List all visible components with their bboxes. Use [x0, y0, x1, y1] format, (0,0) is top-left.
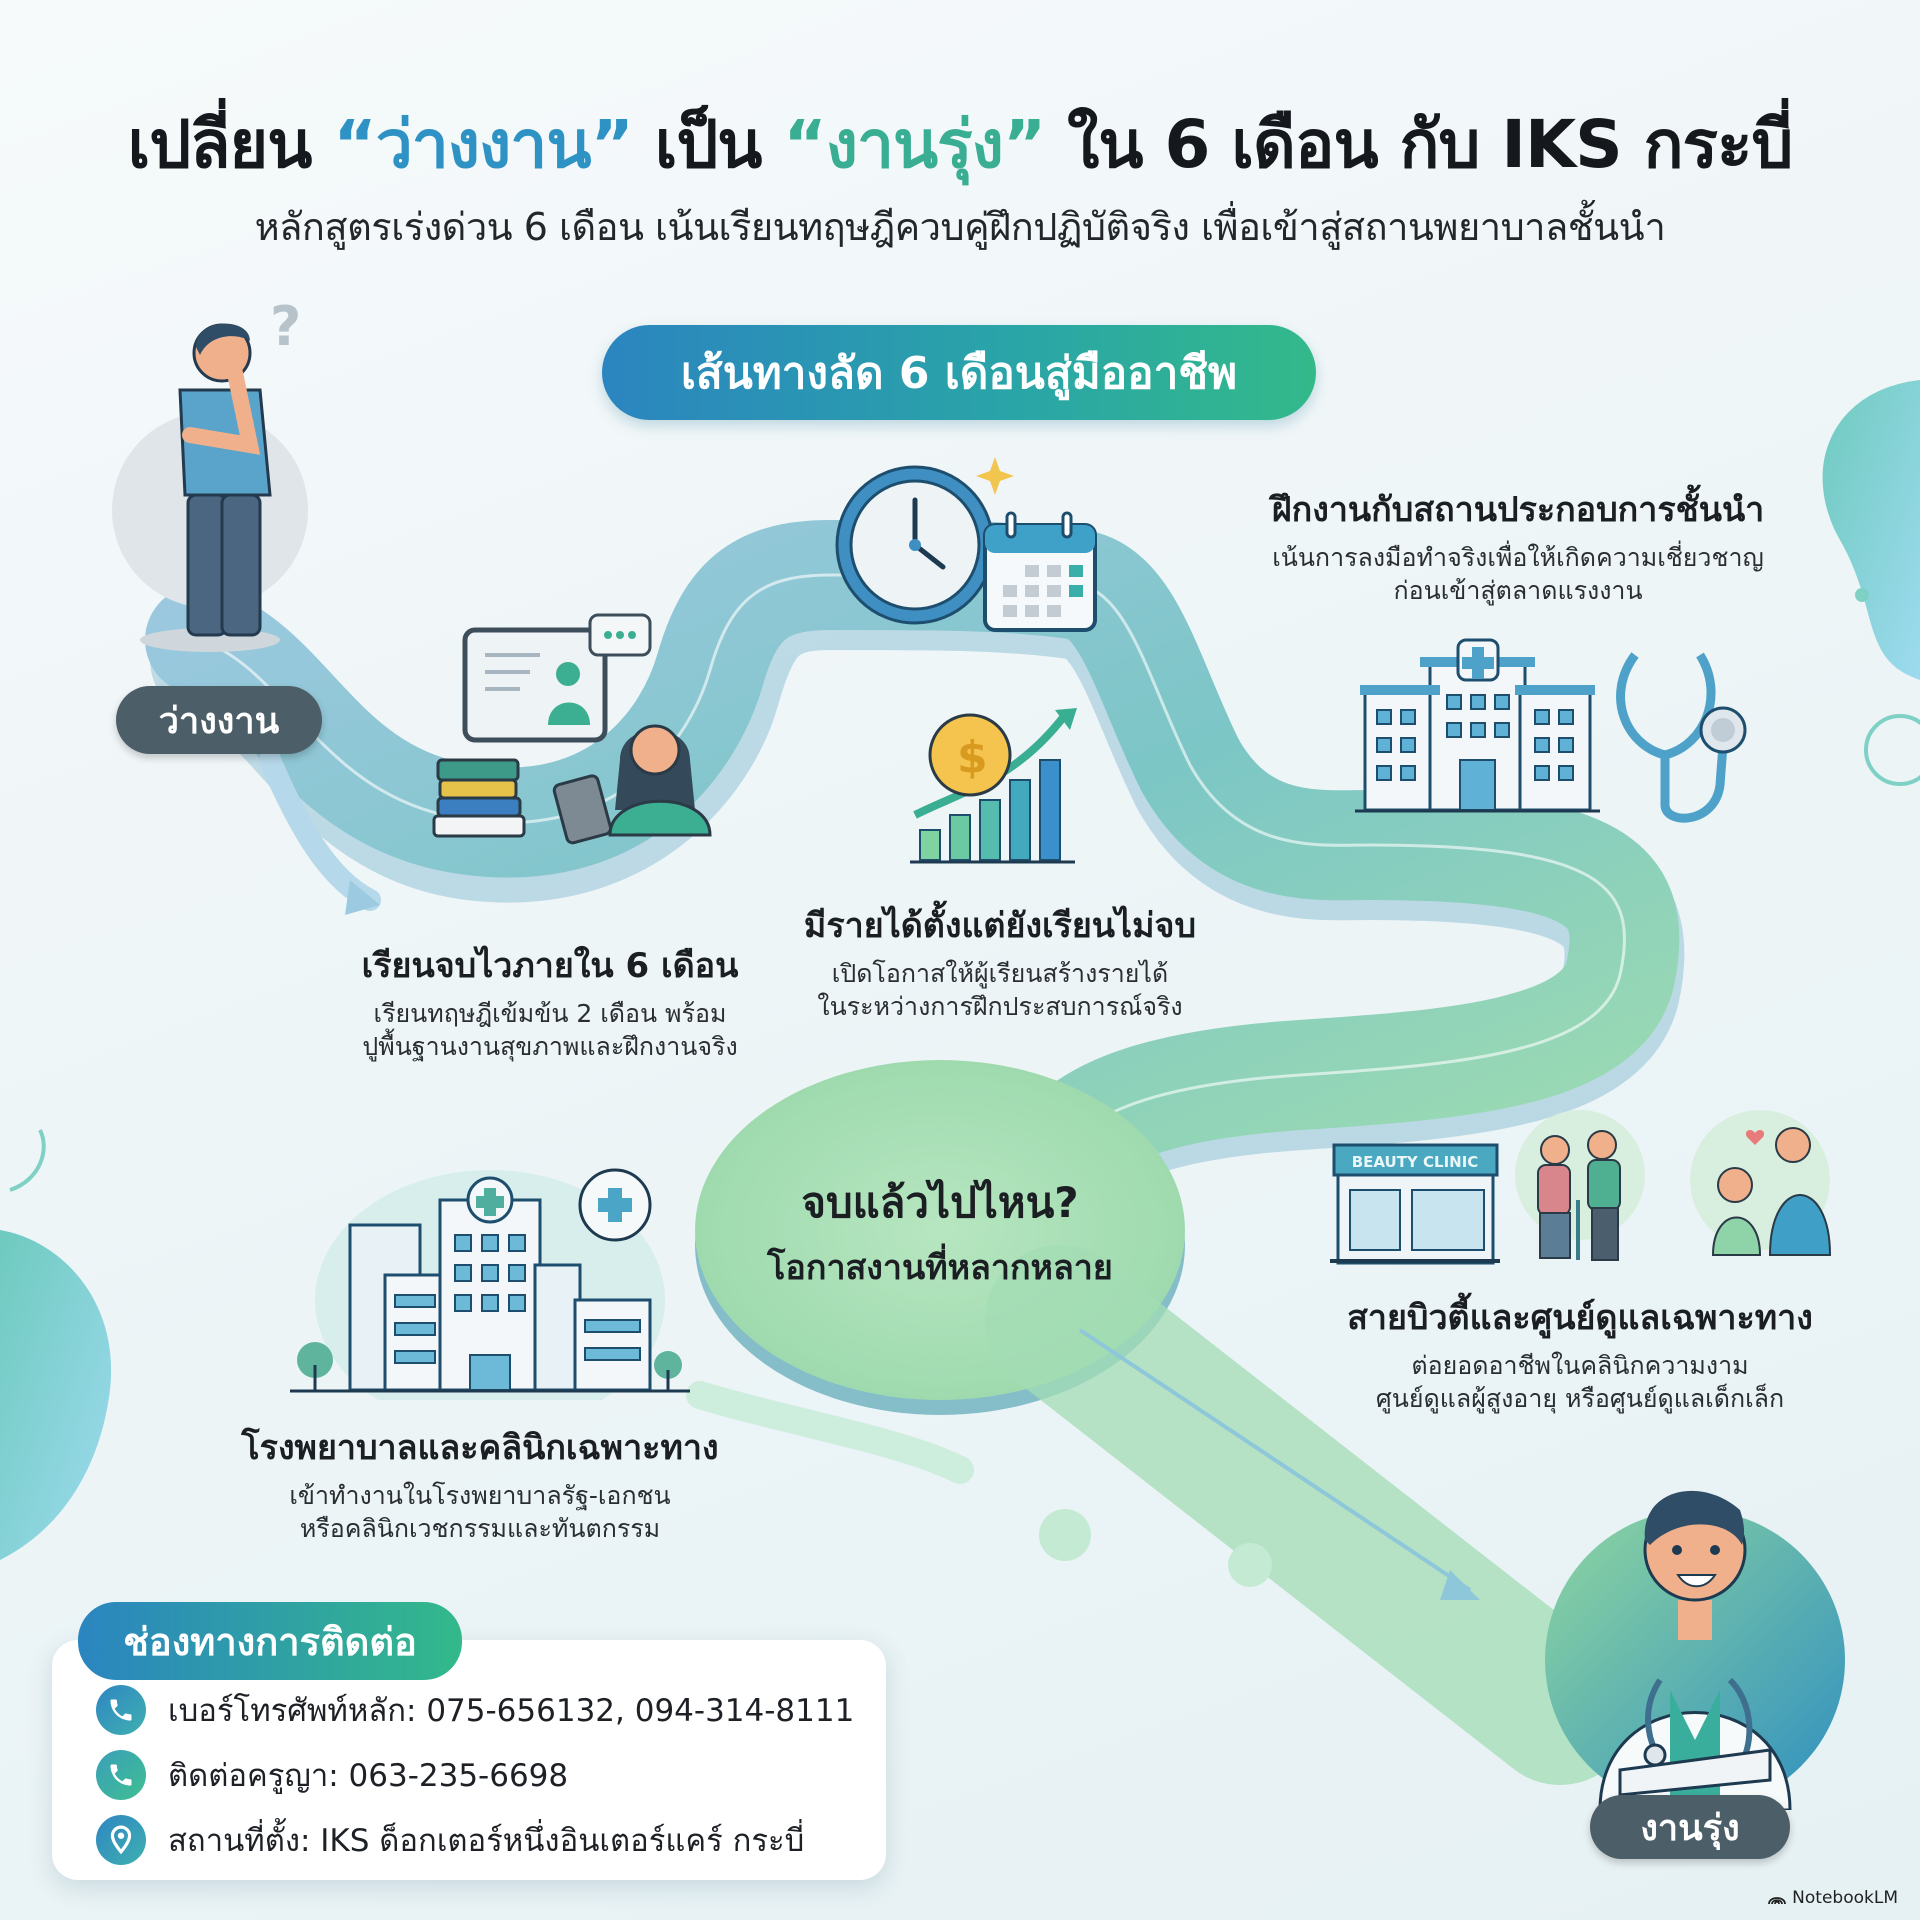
step-graduate-fast: เรียนจบไวภายใน 6 เดือน เรียนทฤษฎีเข้มข้น…: [320, 938, 780, 1063]
step-title: ฝึกงานกับสถานประกอบการชั้นนำ: [1271, 490, 1765, 530]
step-desc: ก่อนเข้าสู่ตลาดแรงงาน: [1393, 575, 1643, 605]
contact-text: สถานที่ตั้ง: IKS ด็อกเตอร์หนึ่งอินเตอร์แ…: [168, 1823, 805, 1859]
phone-icon: [96, 1685, 146, 1735]
step-desc: ปูพื้นฐานงานสุขภาพและฝึกงานจริง: [362, 1031, 738, 1061]
title-text: เป็น: [632, 106, 784, 183]
step-desc: เปิดโอกาสให้ผู้เรียนสร้างรายได้: [831, 959, 1169, 988]
title-text: เปลี่ยน: [127, 106, 334, 183]
step-desc: เรียนทฤษฎีเข้มข้น 2 เดือน พร้อม: [373, 999, 727, 1028]
notebooklm-watermark: NotebookLM: [1768, 1888, 1898, 1908]
step-title: เรียนจบไวภายใน 6 เดือน: [361, 946, 739, 986]
page-title: เปลี่ยน “ว่างงาน” เป็น “งานรุ่ง” ใน 6 เด…: [0, 92, 1920, 197]
career-hub: จบแล้วไปไหน? โอกาสงานที่หลากหลาย: [700, 1170, 1180, 1294]
contact-row-location[interactable]: สถานที่ตั้ง: IKS ด็อกเตอร์หนึ่งอินเตอร์แ…: [96, 1815, 804, 1865]
svg-text:$: $: [957, 732, 988, 783]
title-career-highlight: “งานรุ่ง”: [783, 106, 1046, 183]
phone-icon: [96, 1750, 146, 1800]
step-desc: ในระหว่างการฝึกประสบการณ์จริง: [817, 991, 1183, 1021]
career-title: โรงพยาบาลและคลินิกเฉพาะทาง: [241, 1428, 719, 1468]
step-earn-while-learning: มีรายได้ตั้งแต่ยังเรียนไม่จบ เปิดโอกาสให…: [770, 898, 1230, 1023]
contact-text: เบอร์โทรศัพท์หลัก: 075-656132, 094-314-8…: [168, 1693, 855, 1729]
beauty-elderly-childcare-icon: BEAUTY CLINIC: [1330, 1110, 1832, 1265]
step-internship: ฝึกงานกับสถานประกอบการชั้นนำ เน้นการลงมื…: [1218, 482, 1818, 607]
roadmap-banner: เส้นทางลัด 6 เดือนสู่มืออาชีพ: [602, 325, 1316, 420]
contact-card: เบอร์โทรศัพท์หลัก: 075-656132, 094-314-8…: [52, 1640, 886, 1880]
contact-row-teacher-phone[interactable]: ติดต่อครูญา: 063-235-6698: [96, 1750, 568, 1800]
contact-text: ติดต่อครูญา: 063-235-6698: [168, 1758, 569, 1794]
career-desc: ศูนย์ดูแลผู้สูงอายุ หรือศูนย์ดูแลเด็กเล็…: [1375, 1383, 1785, 1413]
online-learning-icon: [432, 613, 712, 845]
contact-row-main-phone[interactable]: เบอร์โทรศัพท์หลัก: 075-656132, 094-314-8…: [96, 1685, 854, 1735]
thinking-man-icon: ?: [112, 295, 308, 652]
hospital-building-icon: [290, 1168, 690, 1400]
contact-heading: ช่องทางการติดต่อ: [78, 1602, 462, 1680]
start-label-unemployed: ว่างงาน: [116, 686, 322, 754]
step-desc: เน้นการลงมือทำจริงเพื่อให้เกิดความเชี่ยว…: [1272, 543, 1764, 572]
svg-text:BEAUTY CLINIC: BEAUTY CLINIC: [1352, 1153, 1479, 1171]
end-label-career: งานรุ่ง: [1590, 1795, 1790, 1859]
hospital-stethoscope-icon: [1355, 638, 1747, 823]
career-hospital: โรงพยาบาลและคลินิกเฉพาะทาง เข้าทำงานในโร…: [220, 1420, 740, 1545]
title-text: ใน 6 เดือน กับ IKS กระบี่: [1045, 106, 1793, 183]
title-unemployed-highlight: “ว่างงาน”: [333, 106, 634, 183]
brand-text: NotebookLM: [1792, 1888, 1898, 1908]
page-subtitle: หลักสูตรเร่งด่วน 6 เดือน เน้นเรียนทฤษฎีค…: [254, 205, 1666, 249]
notebooklm-logo-icon: [1768, 1897, 1787, 1905]
career-desc: ต่อยอดอาชีพในคลินิกความงาม: [1411, 1351, 1749, 1380]
svg-text:?: ?: [270, 295, 301, 358]
clock-calendar-icon: [835, 457, 1097, 632]
hub-title: จบแล้วไปไหน?: [801, 1178, 1079, 1227]
career-beauty-care: สายบิวตี้และศูนย์ดูแลเฉพาะทาง ต่อยอดอาชี…: [1300, 1290, 1860, 1415]
location-pin-icon: [96, 1815, 146, 1865]
career-desc: เข้าทำงานในโรงพยาบาลรัฐ-เอกชน: [289, 1481, 671, 1510]
doctor-icon: [1545, 1490, 1845, 1810]
step-title: มีรายได้ตั้งแต่ยังเรียนไม่จบ: [803, 906, 1197, 946]
career-title: สายบิวตี้และศูนย์ดูแลเฉพาะทาง: [1347, 1298, 1813, 1338]
hub-subtitle: โอกาสงานที่หลากหลาย: [767, 1248, 1113, 1288]
income-growth-icon: $: [910, 708, 1077, 864]
career-desc: หรือคลินิกเวชกรรมและทันตกรรม: [299, 1513, 661, 1543]
